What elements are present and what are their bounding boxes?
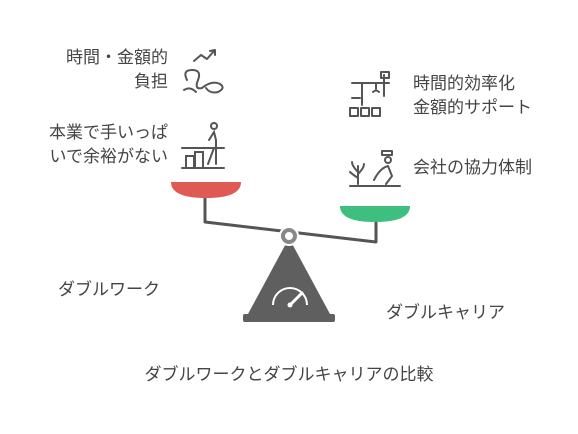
right-item-1-label: 時間的効率化 金額的サポート — [413, 72, 532, 120]
right-item-1-line-2: 金額的サポート — [413, 98, 532, 118]
left-item-2-line-1: 本業で手いっぱ — [49, 123, 168, 143]
hand-drawn-trend-icon — [183, 49, 224, 94]
left-pan — [171, 182, 241, 198]
right-side-name: ダブルキャリア — [386, 303, 505, 323]
left-item-2-line-2: いで余裕がない — [49, 147, 169, 167]
gardener-icon — [349, 150, 401, 187]
busy-worker-icon — [181, 122, 225, 169]
left-item-2-label: 本業で手いっぱ いで余裕がない — [49, 121, 168, 169]
left-item-1-line-1: 時間・金額的 — [66, 48, 168, 68]
right-pan — [340, 206, 410, 222]
crane-icon — [349, 71, 390, 117]
left-side-name: ダブルワーク — [58, 280, 160, 300]
left-item-1-label: 時間・金額的 負担 — [66, 46, 168, 94]
right-item-1-line-1: 時間的効率化 — [413, 74, 515, 94]
diagram-title: ダブルワークとダブルキャリアの比較 — [144, 365, 434, 385]
right-item-2-line-1: 会社の協力体制 — [413, 158, 532, 178]
pivot-center — [285, 232, 293, 240]
scale-base — [248, 238, 330, 314]
left-item-1-line-2: 負担 — [134, 72, 168, 92]
right-item-2-label: 会社の協力体制 — [413, 156, 532, 180]
scale-foot — [243, 314, 335, 322]
gauge-icon — [272, 287, 308, 308]
